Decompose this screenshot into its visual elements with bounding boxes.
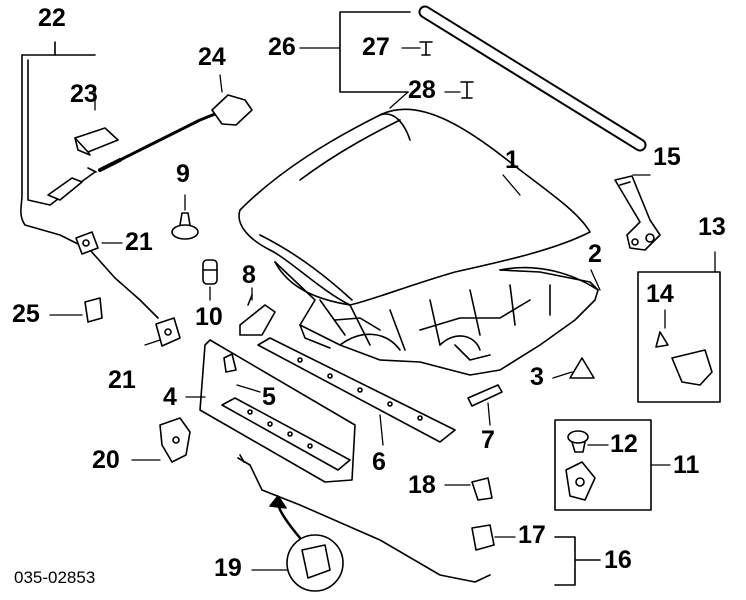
callout-8: 8 (242, 261, 256, 289)
callout-22: 22 (38, 4, 66, 32)
callout-4: 4 (163, 383, 177, 411)
release-lever (87, 94, 253, 173)
part-13-frame (637, 271, 721, 403)
prop-rod (237, 454, 491, 583)
hood-seal-strip (418, 5, 647, 152)
callout-28: 28 (408, 76, 436, 104)
callout-18: 18 (408, 471, 436, 499)
callout-7: 7 (481, 426, 495, 454)
callout-26: 26 (268, 33, 296, 61)
callout-5: 5 (262, 383, 276, 411)
callout-13: 13 (698, 213, 726, 241)
grommet-9 (171, 212, 199, 240)
callout-14: 14 (646, 280, 674, 308)
insulator-strip (221, 397, 351, 471)
clip-18 (471, 477, 493, 501)
callout-11: 11 (673, 451, 700, 479)
cable-clip-lower (155, 317, 181, 347)
callout-6: 6 (372, 448, 386, 476)
pad-8 (239, 294, 276, 336)
callout-10: 10 (195, 303, 223, 331)
callout-16: 16 (604, 546, 632, 574)
hood-inner-frame (274, 261, 599, 376)
callout-23: 23 (70, 80, 98, 108)
release-handle (74, 127, 119, 156)
callout-15: 15 (653, 143, 681, 171)
callout-19: 19 (214, 554, 242, 582)
callout-25: 25 (12, 300, 40, 328)
bracket-7 (467, 384, 503, 407)
hood-hinge (614, 175, 661, 251)
callout-2: 2 (588, 240, 602, 268)
cable-clip-upper (75, 231, 99, 255)
weather-seal-6 (257, 337, 456, 443)
callout-24: 24 (198, 43, 226, 71)
latch-20 (159, 417, 191, 463)
part-4-frame (199, 339, 356, 483)
hood-bumper-clip (565, 430, 596, 501)
callout-21-lower: 21 (108, 366, 136, 394)
callout-17: 17 (518, 521, 546, 549)
leader-lines (49, 47, 716, 571)
part-26-bracket (339, 11, 411, 93)
callout-27: 27 (362, 33, 390, 61)
callout-21-upper: 21 (125, 228, 153, 256)
diagram-code: 035-02853 (14, 568, 96, 587)
rod-holder-19 (269, 495, 344, 592)
release-cable (20, 54, 159, 319)
stud-3 (569, 357, 595, 379)
callout-20: 20 (92, 446, 120, 474)
callout-3: 3 (530, 363, 544, 391)
clip-17 (471, 524, 495, 551)
clip-5 (223, 353, 237, 373)
hood-panel (238, 108, 591, 306)
callout-1: 1 (505, 146, 519, 174)
callout-12: 12 (610, 430, 638, 458)
rubber-stopper-10 (202, 259, 218, 285)
clip-25 (84, 297, 103, 323)
callout-9: 9 (176, 160, 190, 188)
fastener-clips (419, 41, 474, 99)
part-16-bracket (554, 536, 601, 586)
hood-hinge-bracket (655, 331, 713, 386)
